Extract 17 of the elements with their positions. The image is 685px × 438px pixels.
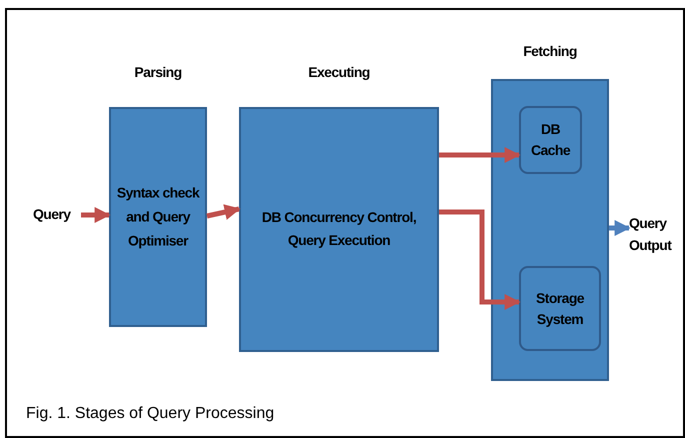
arrow <box>439 147 521 163</box>
box-label: Storage System <box>535 288 585 329</box>
box-label: DB Cache <box>530 120 572 160</box>
stage-heading: Parsing <box>133 63 183 82</box>
arrow <box>206 204 241 220</box>
arrow <box>609 220 631 236</box>
figure-caption: Fig. 1. Stages of Query Processing <box>26 405 274 423</box>
arrow <box>439 210 521 310</box>
box-label: Syntax check and Query Optimiser <box>116 183 201 250</box>
rounded-box <box>519 106 582 174</box>
text-label: Query <box>33 203 81 227</box>
arrow <box>81 207 111 223</box>
text-label: Query Output <box>629 212 685 262</box>
box-label: DB Concurrency Control, Query Execution <box>260 208 418 250</box>
stage-heading: Executing <box>307 63 371 82</box>
stage-heading: Fetching <box>522 42 578 61</box>
rounded-box <box>519 266 601 351</box>
